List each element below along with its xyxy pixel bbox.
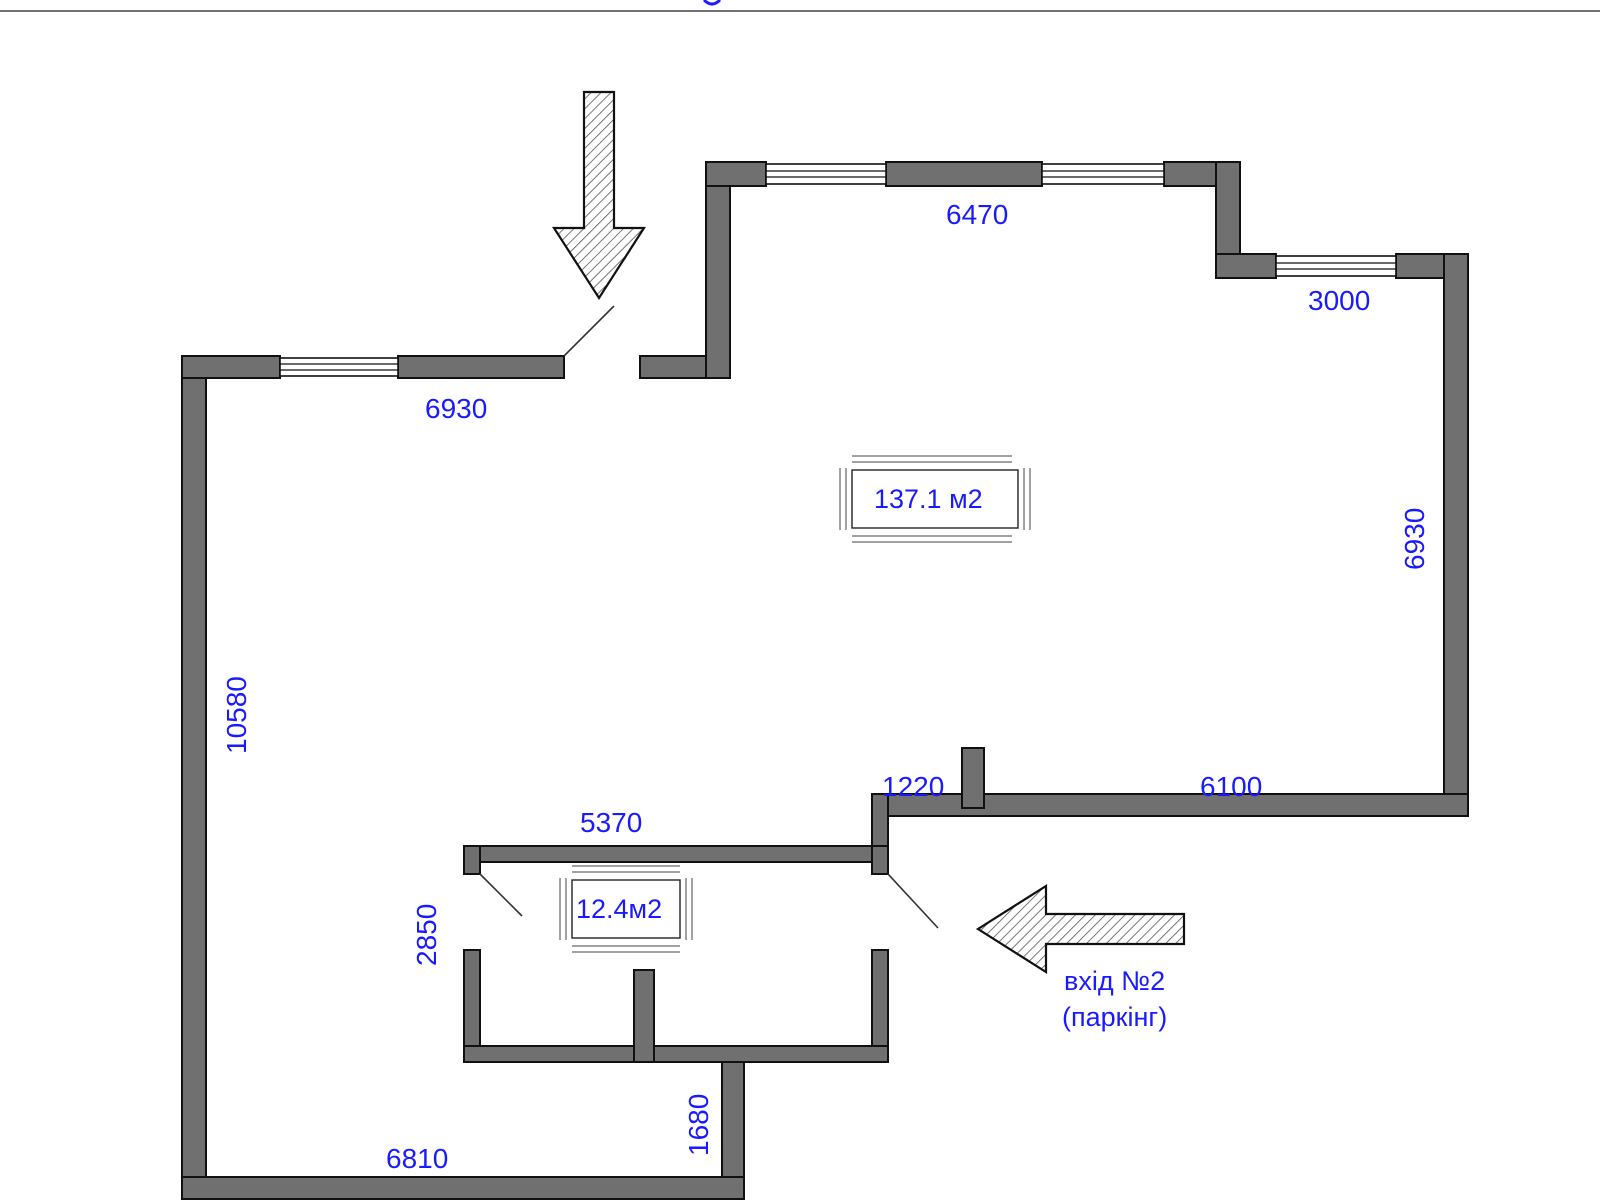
wall-partition	[633, 969, 655, 1063]
area-small-room: 12.4м2	[576, 894, 662, 924]
window-top-left	[279, 357, 399, 377]
wall-small-room-bottom	[463, 1045, 889, 1063]
entrance-arrows	[551, 90, 1186, 974]
area-frame-main	[839, 455, 1031, 543]
door-main-entrance	[563, 305, 615, 357]
window-right-step	[1275, 255, 1397, 277]
dim-small-room-top: 5370	[580, 807, 642, 838]
wall-left	[181, 355, 207, 1200]
wall-upper-step-vertical	[705, 161, 731, 379]
wall-top-left-a	[181, 355, 281, 379]
area-main-hall: 137.1 м2	[874, 484, 983, 514]
walls	[181, 161, 1469, 1200]
wall-right	[1443, 253, 1469, 817]
dim-right-step-wall: 3000	[1308, 285, 1370, 316]
entrance2-label-line1: вхід №2	[1064, 966, 1165, 996]
wall-top-left-b	[397, 355, 565, 379]
doors	[479, 305, 939, 929]
wall-small-room-left-stub	[463, 845, 481, 875]
dim-left-wall: 10580	[221, 676, 252, 754]
dim-top-left-wall: 6930	[425, 393, 487, 424]
wall-bottom	[181, 1176, 745, 1200]
wall-small-room-right-stub	[871, 845, 889, 875]
wall-right-step-a	[1215, 253, 1277, 279]
area-frame-small	[559, 865, 693, 953]
header-rule	[0, 0, 1600, 12]
dim-small-room-left: 2850	[411, 904, 442, 966]
entrance-arrow-down-icon	[551, 90, 647, 301]
dim-bottom-step: 1680	[683, 1094, 714, 1156]
dim-bottom-right-wall: 6100	[1200, 771, 1262, 802]
wall-pier	[961, 747, 985, 809]
entrance2-label-line2: (паркінг)	[1062, 1002, 1167, 1032]
dim-right-wall: 6930	[1399, 508, 1430, 570]
door-small-room-left	[479, 873, 523, 917]
window-top-b	[1041, 163, 1165, 185]
wall-top-a	[705, 161, 767, 187]
door-small-room-right	[887, 873, 939, 929]
wall-small-room-top	[463, 845, 889, 863]
dim-step-1220: 1220	[882, 771, 944, 802]
wall-top-b	[885, 161, 1043, 187]
dim-bottom-left-wall: 6810	[386, 1143, 448, 1174]
entrance-arrow-left-icon	[975, 884, 1186, 974]
windows	[279, 163, 1397, 377]
dim-top-right-wall: 6470	[946, 199, 1008, 230]
window-top-a	[765, 163, 887, 185]
